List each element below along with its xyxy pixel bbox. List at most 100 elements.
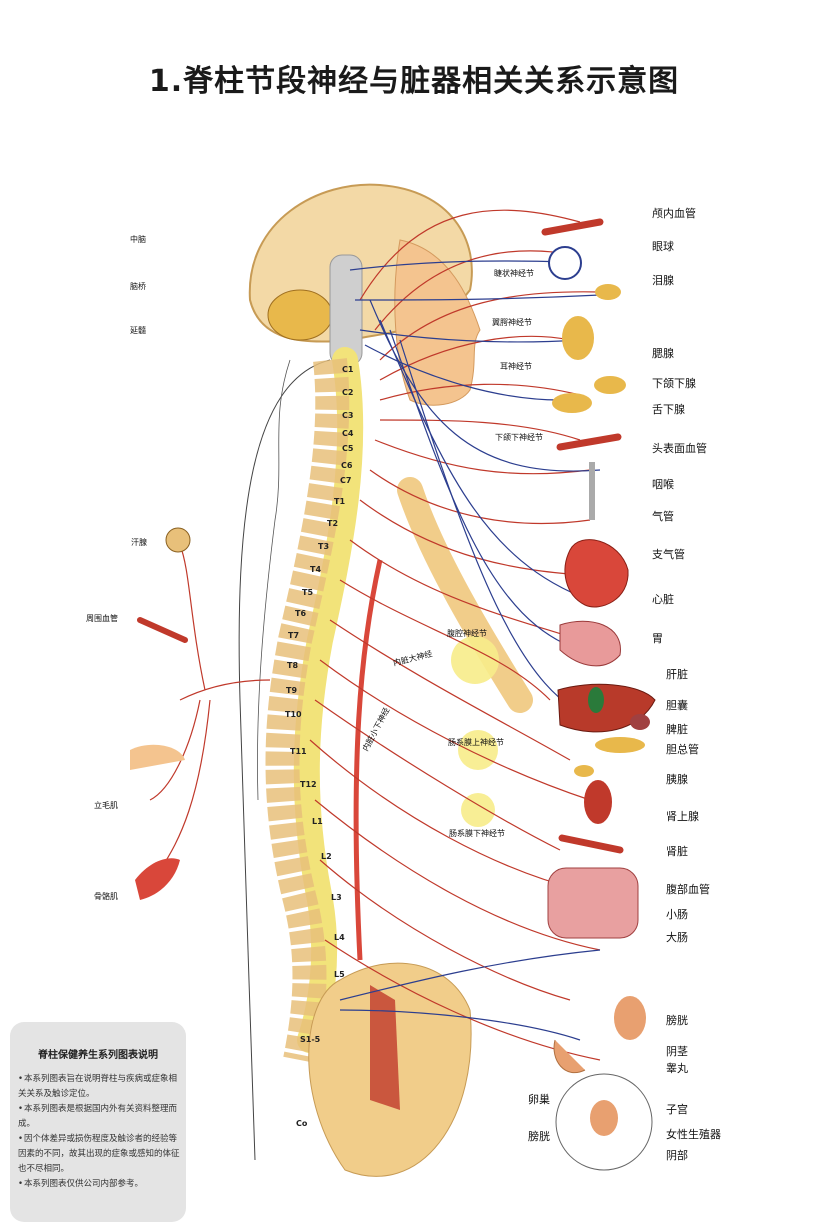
spine-label: T6 bbox=[295, 609, 307, 618]
spine-label: L1 bbox=[312, 817, 323, 826]
label-sweat-gland: 汗腺 bbox=[131, 538, 147, 547]
spine-label: T7 bbox=[288, 631, 300, 640]
notes-item: 本系列图表是根据国内外有关资料整理而成。 bbox=[18, 1102, 182, 1132]
uterus-shape bbox=[590, 1100, 618, 1136]
eyeball-shape bbox=[548, 246, 582, 280]
sublingual-shape bbox=[552, 393, 592, 413]
female-organ-circle bbox=[555, 1073, 653, 1171]
label-midbrain: 中脑 bbox=[130, 235, 146, 244]
parotid-shape bbox=[562, 316, 594, 360]
label-inf-mesenteric-ganglion: 肠系膜下神经节 bbox=[449, 829, 505, 838]
label-liver: 肝脏 bbox=[666, 668, 688, 681]
face bbox=[394, 239, 481, 406]
label-otic-ganglion: 耳神经节 bbox=[500, 362, 532, 371]
label-testis: 睾丸 bbox=[666, 1062, 688, 1075]
label-medulla: 延髓 bbox=[130, 326, 146, 335]
aorta bbox=[353, 559, 383, 961]
spine-label: Co bbox=[296, 1119, 308, 1128]
label-bronchus: 支气管 bbox=[652, 548, 685, 561]
spine-label: C1 bbox=[342, 365, 354, 374]
spine-label: L4 bbox=[334, 933, 345, 942]
celiac-ganglion bbox=[451, 636, 499, 684]
parasympathetic-nerves bbox=[339, 260, 601, 1041]
label-kidney: 肾脏 bbox=[666, 845, 688, 858]
label-celiac-ganglion: 腹腔神经节 bbox=[447, 629, 487, 638]
gallbladder-shape bbox=[588, 687, 604, 713]
label-bladder: 膀胱 bbox=[666, 1014, 688, 1027]
label-arrector-pili: 立毛肌 bbox=[94, 801, 118, 810]
pelvic-muscle bbox=[370, 985, 400, 1110]
stomach-shape bbox=[559, 620, 621, 667]
spine-label: T4 bbox=[310, 565, 322, 574]
label-female-genitals: 女性生殖器 bbox=[666, 1128, 721, 1141]
spine-label: T9 bbox=[286, 686, 298, 695]
label-heart: 心脏 bbox=[652, 593, 674, 606]
label-adrenal: 肾上腺 bbox=[666, 810, 699, 823]
peripheral-vessel-shape bbox=[137, 617, 188, 643]
label-parotid: 腮腺 bbox=[652, 347, 674, 360]
label-ciliary-ganglion: 睫状神经节 bbox=[494, 269, 534, 278]
label-pancreas: 胰腺 bbox=[666, 773, 688, 786]
label-bladder-female: 膀胱 bbox=[528, 1130, 550, 1143]
label-intracranial-vessel: 颅内血管 bbox=[652, 207, 696, 220]
label-throat: 咽喉 bbox=[652, 478, 674, 491]
submandibular-shape bbox=[594, 376, 626, 394]
notes-item: 因个体差异或损伤程度及触诊者的经验等因素的不同，故其出现的症象或感知的体征也不尽… bbox=[18, 1132, 182, 1177]
body-outline bbox=[238, 359, 331, 1161]
label-eyeball: 眼球 bbox=[652, 240, 674, 253]
spine-label: C5 bbox=[342, 444, 354, 453]
spine-label: L2 bbox=[321, 852, 332, 861]
label-uterus: 子宫 bbox=[666, 1103, 688, 1116]
penis-shape bbox=[553, 1039, 586, 1074]
label-pterygopalatine-ganglion: 翼腭神经节 bbox=[492, 318, 532, 327]
notes-panel: 脊柱保健养生系列图表说明 本系列图表旨在说明脊柱与疾病或症象相关关系及触诊定位。… bbox=[10, 1022, 186, 1222]
label-peripheral-vessel: 周围血管 bbox=[86, 614, 118, 623]
label-bile-duct: 胆总管 bbox=[666, 743, 699, 756]
spine-label: C7 bbox=[340, 476, 352, 485]
notes-item: 本系列图表仅供公司内部参考。 bbox=[18, 1177, 182, 1192]
spine-label: T10 bbox=[285, 710, 302, 719]
label-gallbladder: 胆囊 bbox=[666, 699, 688, 712]
inf-mesenteric-ganglion bbox=[461, 793, 495, 827]
label-lacrimal: 泪腺 bbox=[652, 274, 674, 287]
heart-shape bbox=[564, 539, 629, 608]
label-spleen: 脾脏 bbox=[666, 723, 688, 736]
label-vulva: 阴部 bbox=[666, 1149, 688, 1162]
label-submandibular-gland: 下颌下腺 bbox=[652, 377, 696, 390]
spine-label: T2 bbox=[327, 519, 339, 528]
spine-label: C4 bbox=[342, 429, 354, 438]
spine-label: T12 bbox=[300, 780, 317, 789]
sup-mesenteric-ganglion bbox=[458, 730, 498, 770]
pancreas-shape bbox=[595, 737, 645, 753]
page-title: 1.脊柱节段神经与脏器相关关系示意图 bbox=[148, 64, 680, 99]
spine-label: C3 bbox=[342, 411, 354, 420]
spine-label: T11 bbox=[290, 747, 307, 756]
spleen-shape bbox=[630, 714, 650, 730]
spine-label: L3 bbox=[331, 893, 342, 902]
body-back-outline bbox=[257, 359, 291, 801]
skeletal-muscle-shape bbox=[135, 858, 180, 900]
notes-title: 脊柱保健养生系列图表说明 bbox=[38, 1050, 158, 1061]
vertebrae bbox=[265, 358, 350, 1064]
sympathetic-nerves bbox=[149, 209, 601, 1061]
label-small-intestine: 小肠 bbox=[666, 908, 688, 921]
label-sup-mesenteric-ganglion: 肠系膜上神经节 bbox=[448, 738, 504, 747]
label-face-vessel: 头表面血管 bbox=[652, 442, 707, 455]
label-sublingual: 舌下腺 bbox=[652, 403, 685, 416]
label-trachea: 气管 bbox=[652, 510, 674, 523]
notes-item: 本系列图表旨在说明脊柱与疾病或症象相关关系及触诊定位。 bbox=[18, 1072, 182, 1102]
spine-label: T3 bbox=[318, 542, 330, 551]
sweat-gland-shape bbox=[165, 527, 191, 553]
abdominal-vessel-shape bbox=[558, 834, 624, 854]
spine-label: C2 bbox=[342, 388, 354, 397]
label-stomach: 胃 bbox=[652, 632, 663, 645]
lacrimal-shape bbox=[595, 284, 621, 300]
adrenal-shape bbox=[574, 765, 594, 777]
cerebellum bbox=[267, 289, 333, 341]
spine-label: T8 bbox=[287, 661, 299, 670]
label-penis: 阴茎 bbox=[666, 1045, 688, 1058]
label-abdominal-vessel: 腹部血管 bbox=[666, 883, 710, 896]
notes-list: 本系列图表旨在说明脊柱与疾病或症象相关关系及触诊定位。 本系列图表是根据国内外有… bbox=[18, 1072, 182, 1192]
